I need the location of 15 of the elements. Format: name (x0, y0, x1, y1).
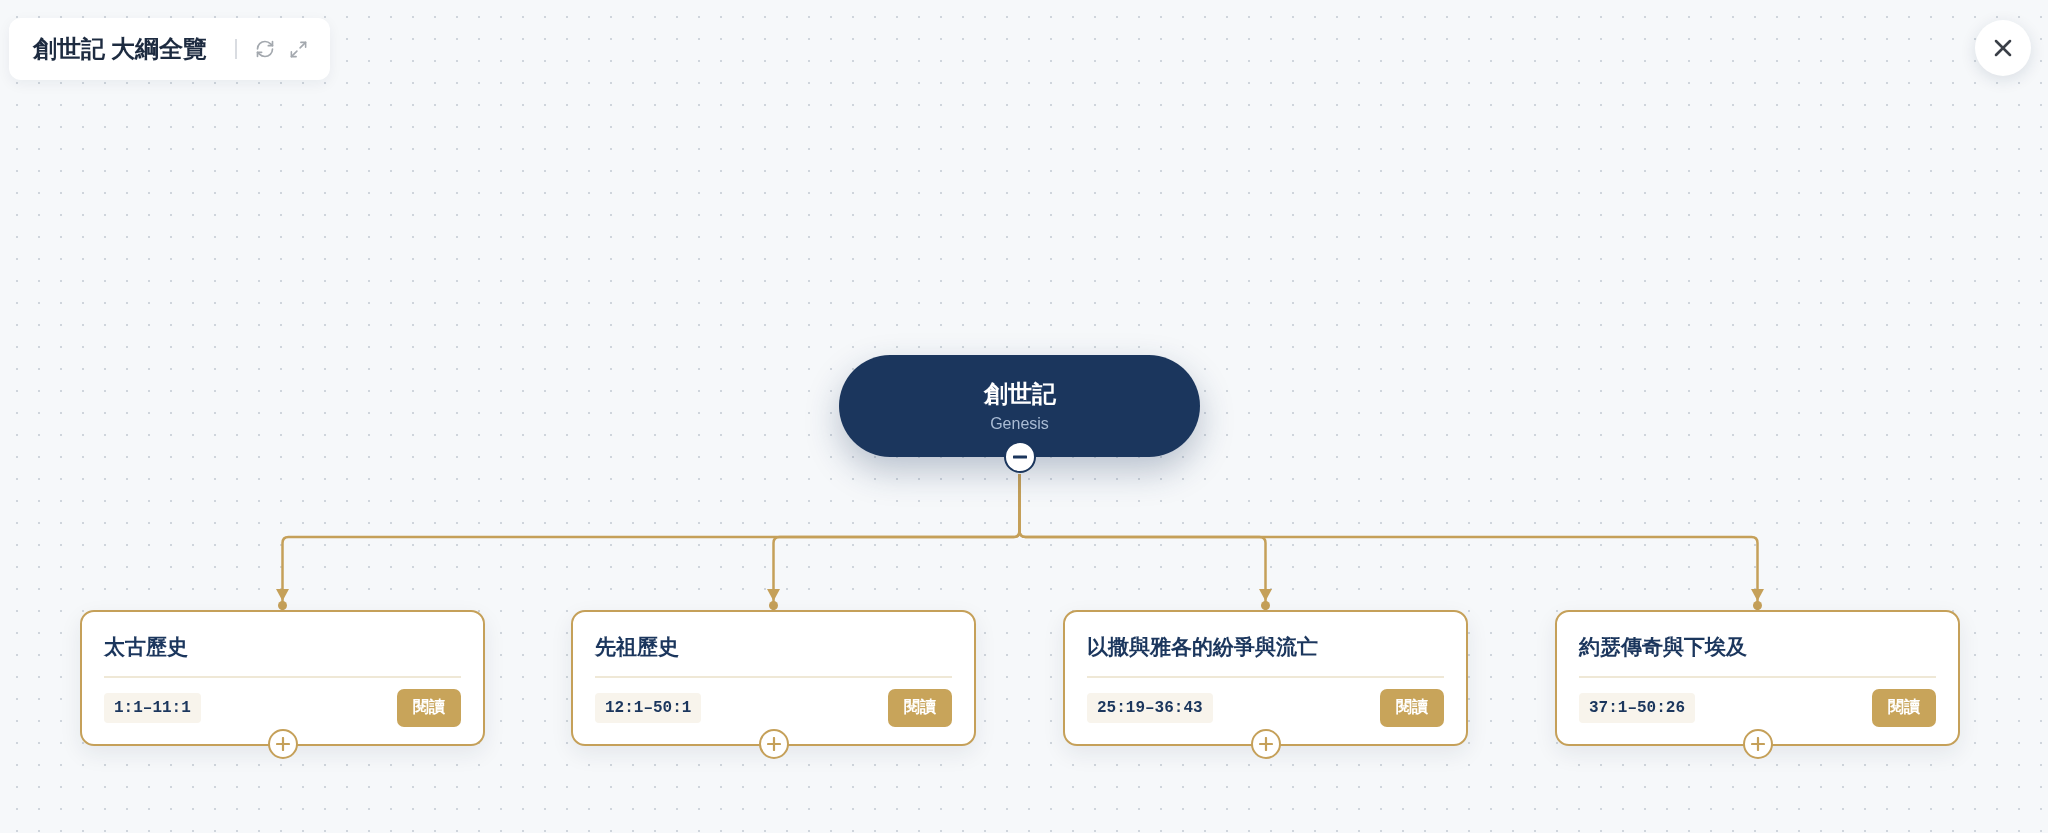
read-button: 閱讀 (397, 688, 461, 727)
section-title: 約瑟傳奇與下埃及 (1579, 634, 1748, 660)
verse-range: 37:1–50:26 (1579, 692, 1695, 723)
node-title: 創世記 (983, 379, 1056, 409)
node-subtitle: Genesis (990, 413, 1049, 434)
verse-range: 25:19–36:43 (1087, 692, 1213, 723)
read-button: 閱讀 (1380, 688, 1444, 727)
verse-range: 1:1–11:1 (104, 692, 201, 723)
section-title: 太古歷史 (104, 634, 189, 660)
read-button: 閱讀 (1872, 688, 1936, 727)
verse-range: 12:1–50:1 (595, 692, 702, 723)
section-title: 先祖歷史 (595, 634, 680, 660)
page-title: 創世記 大綱全覽 (33, 35, 207, 64)
section-title: 以撒與雅各的紛爭與流亡 (1087, 634, 1319, 660)
read-button: 閱讀 (888, 688, 952, 727)
